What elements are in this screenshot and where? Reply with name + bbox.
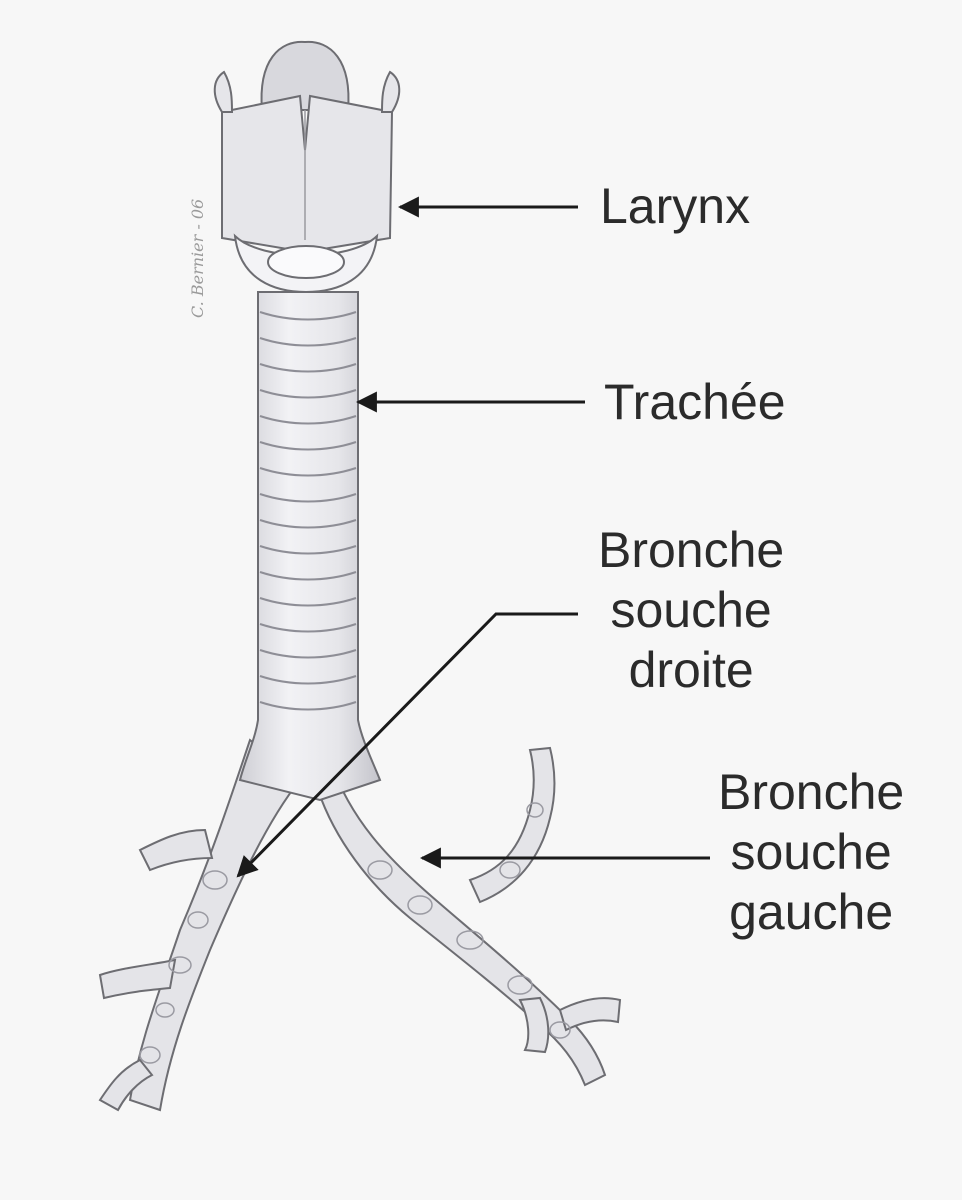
label-bronche-gauche: Bronche souche gauche	[718, 762, 904, 942]
artist-signature: C. Bernier - 06	[188, 198, 207, 318]
trachea-ring	[259, 389, 357, 399]
label-larynx: Larynx	[600, 176, 750, 236]
trachea-ring	[259, 337, 357, 347]
arrow-bronche-droite	[236, 612, 578, 878]
label-bronche-droite-line-1: Bronche	[598, 522, 785, 578]
trachea-ring	[259, 493, 357, 503]
label-bronche-gauche-line-1: Bronche	[718, 764, 905, 820]
trachea-ring	[259, 467, 357, 477]
label-trachee: Trachée	[604, 372, 786, 432]
larynx-shape	[213, 40, 401, 294]
trachea-ring	[259, 701, 357, 711]
bronchi-texture	[139, 802, 571, 1064]
trachea-ring	[259, 311, 357, 321]
bronchi-shape	[98, 738, 622, 1112]
label-bronche-droite: Bronche souche droite	[598, 520, 784, 700]
pointer-arrows	[236, 196, 710, 878]
trachea-ring	[259, 363, 357, 373]
label-larynx-line: Larynx	[600, 178, 751, 234]
label-bronche-droite-line-3: droite	[628, 642, 754, 698]
label-trachee-line: Trachée	[604, 374, 786, 430]
trachea-ring	[259, 545, 357, 555]
trachea-ring	[259, 597, 357, 607]
trachea-ring	[259, 623, 357, 633]
trachea-rings	[259, 311, 357, 711]
trachea-ring	[259, 649, 357, 659]
trachea-ring	[259, 441, 357, 451]
trachea-ring	[259, 519, 357, 529]
trachea-ring	[259, 675, 357, 685]
label-bronche-gauche-line-2: souche	[730, 824, 892, 880]
label-bronche-droite-line-2: souche	[610, 582, 772, 638]
trachea-ring	[259, 571, 357, 581]
trachea-ring	[259, 415, 357, 425]
label-bronche-gauche-line-3: gauche	[729, 884, 894, 940]
